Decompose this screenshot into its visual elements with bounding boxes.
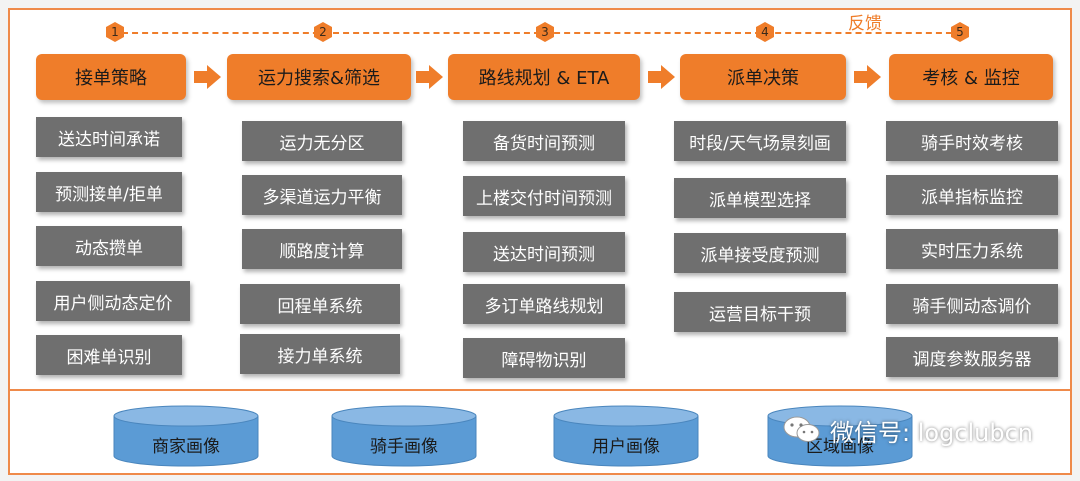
item-col2-3: 顺路度计算 xyxy=(242,229,402,269)
item-col2-5: 接力单系统 xyxy=(240,334,400,374)
wechat-icon xyxy=(782,414,822,446)
stage-box-5: 考核 & 监控 xyxy=(889,54,1053,100)
profile-cylinder-merchant: 商家画像 xyxy=(112,404,260,468)
item-col3-3: 送达时间预测 xyxy=(463,232,625,272)
stage-badge-1: 1 xyxy=(104,21,126,43)
stage-badge-3: 3 xyxy=(534,21,556,43)
item-col4-1: 时段/天气场景刻画 xyxy=(674,121,846,161)
profile-label: 区域画像 xyxy=(806,437,874,457)
stage-badge-2: 2 xyxy=(312,21,334,43)
stage-box-3: 路线规划 & ETA xyxy=(448,54,640,100)
stage-badge-5: 5 xyxy=(949,21,971,43)
stage-box-1: 接单策略 xyxy=(36,54,186,100)
feedback-label: 反馈 xyxy=(848,14,882,34)
item-col1-2: 预测接单/拒单 xyxy=(36,172,182,212)
item-col1-3: 动态攒单 xyxy=(36,226,182,266)
item-col4-4: 运营目标干预 xyxy=(674,292,846,332)
item-col5-4: 骑手侧动态调价 xyxy=(886,284,1058,324)
item-col3-5: 障碍物识别 xyxy=(463,338,625,378)
item-col4-3: 派单接受度预测 xyxy=(674,233,846,273)
item-col5-5: 调度参数服务器 xyxy=(886,337,1058,377)
item-col1-5: 困难单识别 xyxy=(36,335,182,375)
wechat-id-text: 微信号: logclubcn xyxy=(830,418,1034,447)
section-divider xyxy=(8,389,1072,391)
item-col5-1: 骑手时效考核 xyxy=(886,121,1058,161)
item-col5-3: 实时压力系统 xyxy=(886,229,1058,269)
item-col1-4: 用户侧动态定价 xyxy=(36,281,190,321)
profile-label: 用户画像 xyxy=(592,437,660,457)
item-col3-1: 备货时间预测 xyxy=(463,121,625,161)
wechat-watermark: 微信号: logclubcn xyxy=(782,410,1033,450)
stage-box-4: 派单决策 xyxy=(680,54,846,100)
item-col5-2: 派单指标监控 xyxy=(886,175,1058,215)
item-col2-1: 运力无分区 xyxy=(242,121,402,161)
item-col2-4: 回程单系统 xyxy=(240,284,400,324)
profile-cylinder-rider: 骑手画像 xyxy=(330,404,478,468)
profile-cylinder-user: 用户画像 xyxy=(552,404,700,468)
stage-box-2: 运力搜索&筛选 xyxy=(227,54,411,100)
item-col3-2: 上楼交付时间预测 xyxy=(463,176,625,216)
item-col4-2: 派单模型选择 xyxy=(674,178,846,218)
profile-label: 商家画像 xyxy=(152,437,220,457)
item-col2-2: 多渠道运力平衡 xyxy=(242,175,402,215)
profile-label: 骑手画像 xyxy=(370,437,438,457)
item-col1-1: 送达时间承诺 xyxy=(36,117,182,157)
stage-badge-4: 4 xyxy=(754,21,776,43)
item-col3-4: 多订单路线规划 xyxy=(463,284,625,324)
